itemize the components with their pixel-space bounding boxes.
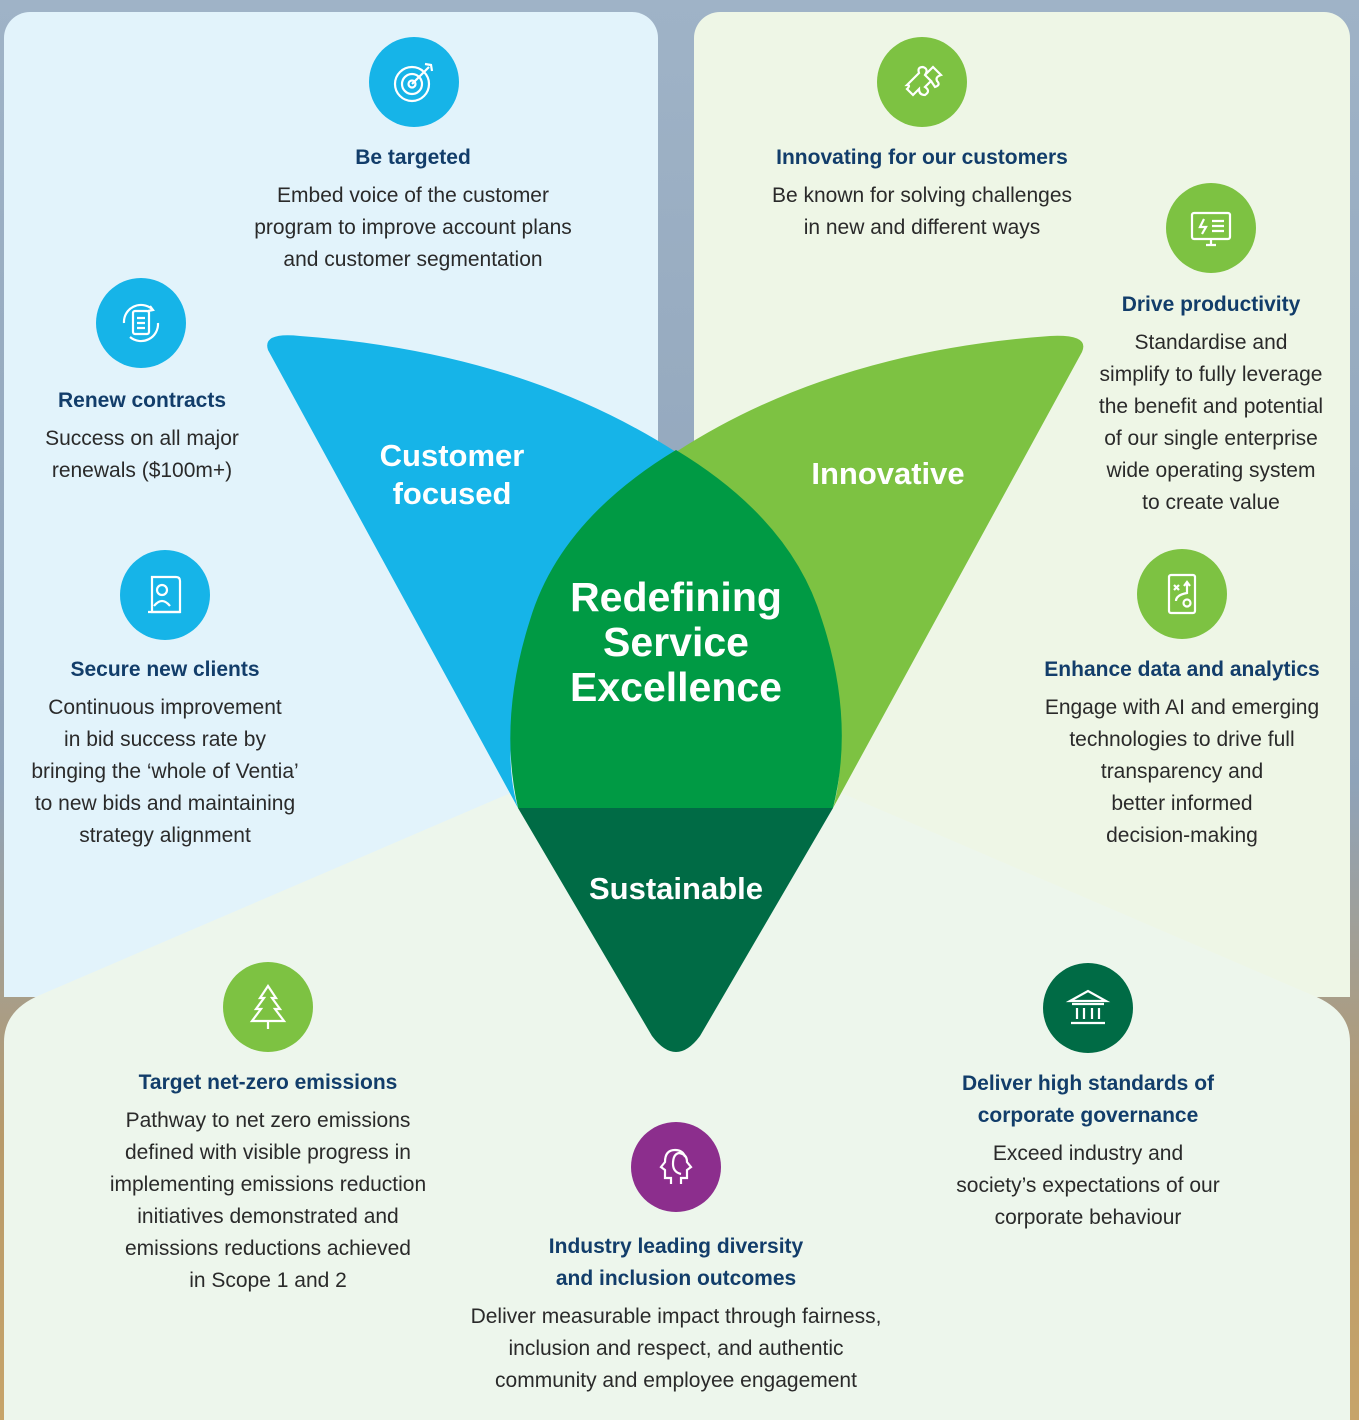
data-analytics-block: Enhance data and analytics Engage with A…	[1016, 654, 1348, 852]
renew-contracts-block: Renew contracts Success on all major ren…	[12, 385, 272, 487]
productivity-block: Drive productivity Standardise and simpl…	[1076, 289, 1346, 519]
institution-icon	[1043, 963, 1133, 1053]
net-zero-block: Target net-zero emissions Pathway to net…	[56, 1067, 480, 1297]
heads-icon	[631, 1122, 721, 1212]
clipboard-renew-icon	[96, 278, 186, 368]
center-drop	[510, 450, 842, 808]
monitor-icon	[1166, 183, 1256, 273]
secure-clients-title: Secure new clients	[70, 658, 260, 681]
innovative-label: Innovative	[811, 456, 965, 491]
diversity-title: Industry leading diversity and inclusion…	[548, 1235, 804, 1290]
sustainable-label: Sustainable	[589, 871, 763, 906]
sustainable-petal	[518, 808, 833, 1052]
be-targeted-block: Be targeted Embed voice of the customer …	[200, 142, 626, 276]
be-targeted-text: Embed voice of the customer program to i…	[254, 184, 572, 271]
diversity-block: Industry leading diversity and inclusion…	[426, 1231, 926, 1397]
center-title: Redefining Service Excellence	[570, 574, 782, 710]
customer-focused-label: Customer focused	[379, 438, 525, 511]
renew-contracts-title: Renew contracts	[57, 389, 227, 412]
governance-title: Deliver high standards of corporate gove…	[961, 1072, 1215, 1127]
innovating-title: Innovating for our customers	[776, 146, 1068, 169]
governance-text: Exceed industry and society’s expectatio…	[956, 1142, 1220, 1229]
strategy-board-icon	[1137, 549, 1227, 639]
innovating-block: Innovating for our customers Be known fo…	[722, 142, 1122, 244]
diversity-text: Deliver measurable impact through fairne…	[470, 1305, 882, 1392]
productivity-title: Drive productivity	[1121, 293, 1301, 316]
scroll-person-icon	[120, 550, 210, 640]
renew-contracts-text: Success on all major renewals ($100m+)	[45, 427, 239, 482]
innovative-petal	[676, 335, 1084, 808]
secure-clients-text: Continuous improvement in bid success ra…	[31, 696, 299, 847]
innovating-text: Be known for solving challenges in new a…	[771, 184, 1072, 239]
net-zero-text: Pathway to net zero emissions defined wi…	[109, 1109, 427, 1292]
data-analytics-title: Enhance data and analytics	[1044, 658, 1320, 681]
be-targeted-title: Be targeted	[355, 146, 471, 169]
secure-clients-block: Secure new clients Continuous improvemen…	[12, 654, 318, 852]
data-analytics-text: Engage with AI and emerging technologies…	[1044, 696, 1320, 847]
customer-petal	[267, 335, 676, 808]
puzzle-icon	[877, 37, 967, 127]
net-zero-title: Target net-zero emissions	[138, 1071, 398, 1094]
productivity-text: Standardise and simplify to fully levera…	[1098, 331, 1324, 514]
target-icon	[369, 37, 459, 127]
tree-icon	[223, 962, 313, 1052]
governance-block: Deliver high standards of corporate gove…	[918, 1068, 1258, 1234]
